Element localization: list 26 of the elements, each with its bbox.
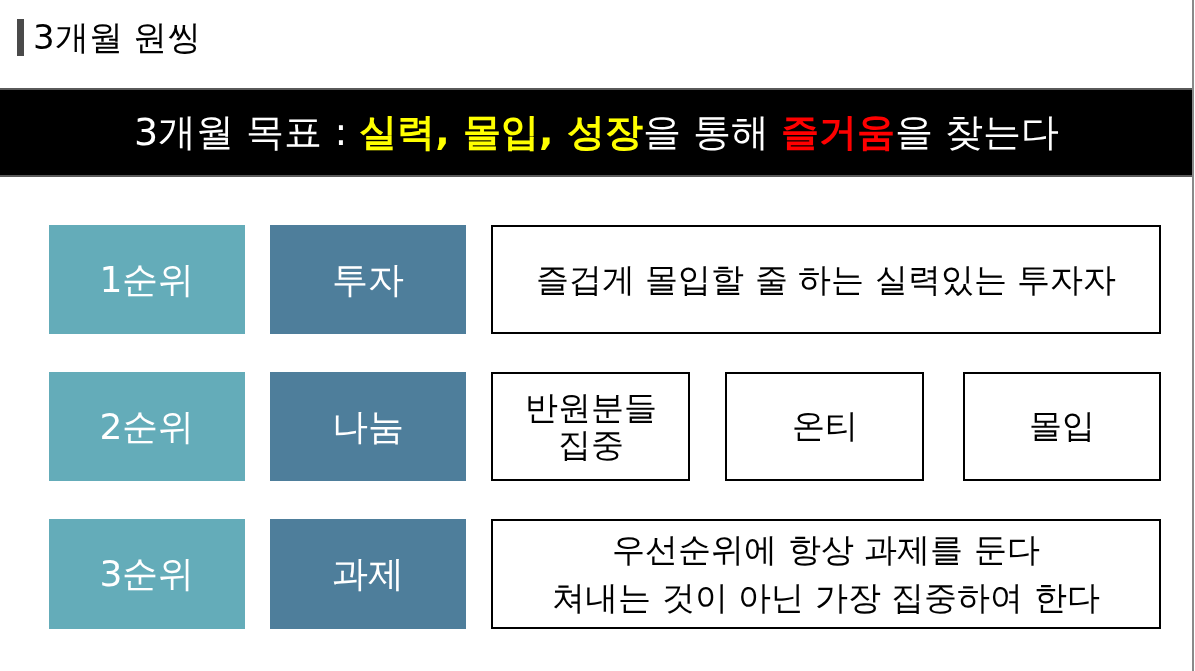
description-panel [491, 519, 1161, 629]
topic-tile [270, 519, 466, 629]
item-panel [491, 372, 690, 481]
description-text: 쳐내는 것이 아닌 가장 집중하여 한다 [552, 577, 1100, 619]
item-panel [725, 372, 924, 481]
item-text: 온티 [791, 408, 858, 445]
goal-statement: 3개월 목표 : 실력, 몰입, 성장을 통해 즐거움을 찾는다 [134, 109, 1059, 156]
priority-label: 2순위 [99, 404, 195, 449]
topic-label: 투자 [332, 257, 404, 302]
item-panel [963, 372, 1161, 481]
priority-tile [49, 225, 245, 334]
priority-tile [49, 372, 245, 481]
topic-label: 나눔 [332, 404, 404, 449]
topic-tile [270, 372, 466, 481]
page-title: 3개월 원씽 [33, 18, 202, 58]
description-panel [491, 225, 1161, 334]
topic-label: 과제 [332, 552, 404, 596]
priority-label: 3순위 [99, 552, 195, 596]
description-text: 우선순위에 항상 과제를 둔다 [612, 529, 1040, 572]
description-text: 즐겁게 몰입할 줄 하는 실력있는 투자자 [535, 258, 1117, 301]
priority-tile [49, 519, 245, 629]
item-text: 반원분들 집중 [523, 390, 658, 463]
topic-tile [270, 225, 466, 334]
goal-banner [0, 88, 1193, 177]
priority-label: 1순위 [99, 257, 195, 302]
item-text: 몰입 [1029, 408, 1095, 445]
